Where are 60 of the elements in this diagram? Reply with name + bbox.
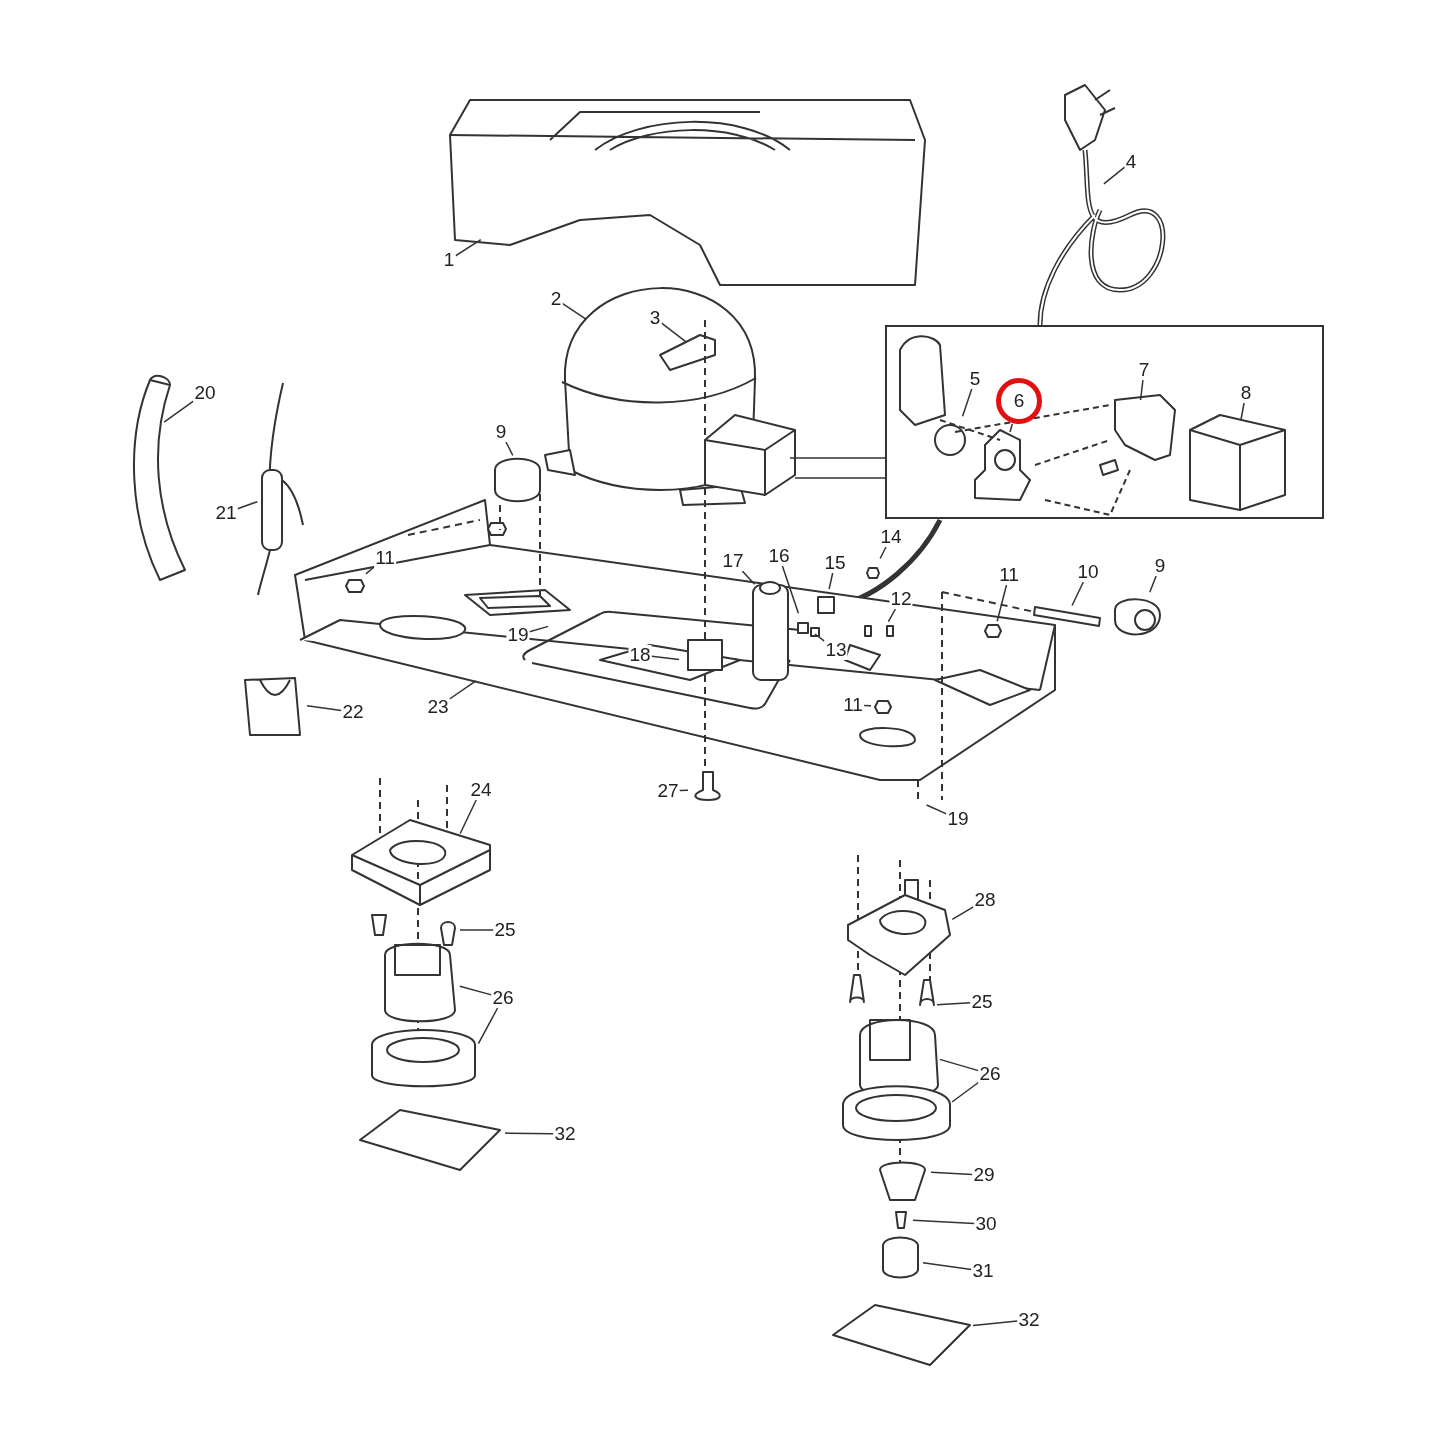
leader-line (561, 302, 587, 320)
leader-line (879, 546, 887, 560)
leader-line (930, 1171, 974, 1176)
leader-line (1071, 581, 1085, 607)
leader-line (1139, 379, 1144, 401)
callout-number: 10 (1076, 562, 1100, 582)
leader-line (236, 500, 259, 510)
callout-number: 8 (1239, 383, 1253, 403)
leader-line (505, 441, 514, 457)
leader-line (459, 929, 495, 931)
leader-line (1149, 575, 1157, 594)
callout-number: 12 (889, 589, 913, 609)
leader-line (163, 400, 195, 423)
callout-number: 6 (996, 378, 1042, 424)
leader-line (454, 238, 482, 257)
leader-line (459, 985, 493, 996)
leader-line (828, 572, 834, 590)
callout-number: 13 (824, 640, 848, 660)
callout-number: 17 (721, 551, 745, 571)
callout-number: 28 (973, 890, 997, 910)
callout-number: 11 (374, 548, 396, 568)
leader-line (961, 388, 973, 418)
leader-line (925, 804, 948, 815)
leader-line (459, 799, 477, 835)
callout-number: 26 (978, 1064, 1002, 1084)
leader-line (814, 633, 826, 642)
callout-number: 15 (823, 553, 847, 573)
leader-line (887, 608, 897, 623)
leader-line (951, 906, 975, 921)
callout-number: 5 (968, 369, 982, 389)
leader-line (922, 1261, 973, 1271)
callout-number: 11 (998, 565, 1020, 585)
leader-line (650, 655, 680, 661)
leader-line (365, 566, 375, 575)
callout-number: 20 (193, 383, 217, 403)
leader-line (306, 704, 343, 712)
leader-line (528, 625, 549, 633)
callout-number: 14 (879, 527, 903, 547)
leader-line (789, 457, 886, 479)
callout-number: 9 (494, 422, 508, 442)
leader-line (1009, 423, 1014, 433)
callout-number: 9 (1153, 556, 1167, 576)
leader-line (972, 1320, 1019, 1327)
leader-line (951, 1081, 980, 1103)
leader-line (936, 1001, 972, 1006)
leader-line (912, 1219, 976, 1225)
leader-line (448, 680, 477, 700)
inset-frame (885, 325, 1324, 519)
leader-line (1103, 166, 1126, 185)
leader-line (939, 1058, 980, 1072)
callout-number: 26 (491, 988, 515, 1008)
leader-line (996, 584, 1008, 622)
leader-line (477, 1007, 499, 1045)
leader-line (741, 570, 756, 586)
callout-number: 24 (469, 780, 493, 800)
leader-line (781, 565, 800, 615)
leader-line (1240, 402, 1245, 421)
leader-line (504, 1132, 555, 1135)
leader-line (660, 322, 687, 343)
callout-number: 16 (767, 546, 791, 566)
